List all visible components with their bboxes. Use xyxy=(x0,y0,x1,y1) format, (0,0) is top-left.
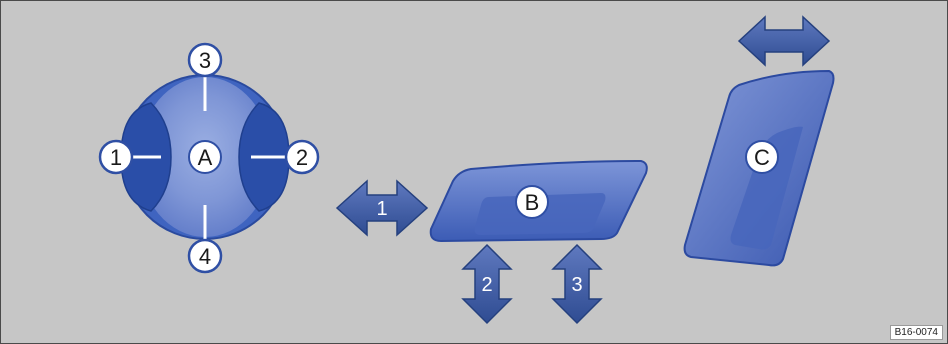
label-c: C xyxy=(745,140,779,174)
label-b: B xyxy=(515,185,549,219)
callout-2: 2 xyxy=(284,139,320,175)
callout-2-label: 2 xyxy=(296,145,308,170)
arrow-2-label: 2 xyxy=(481,274,492,296)
vertical-arrow-2: 2 xyxy=(461,243,513,325)
callout-1: 1 xyxy=(98,139,134,175)
callout-3: 3 xyxy=(187,42,223,78)
control-c: C xyxy=(683,15,835,267)
callout-1-label: 1 xyxy=(110,145,122,170)
arrow-1-label: 1 xyxy=(376,198,387,220)
figure-code: B16-0074 xyxy=(889,325,943,340)
label-b-text: B xyxy=(525,190,540,215)
control-a: 3 4 1 2 A xyxy=(98,42,320,274)
horizontal-arrow-c xyxy=(737,15,831,67)
label-a-text: A xyxy=(198,145,213,170)
label-a: A xyxy=(188,140,222,174)
vertical-arrow-3: 3 xyxy=(551,243,603,325)
label-c-text: C xyxy=(754,145,770,170)
callout-4-label: 4 xyxy=(199,244,211,269)
control-b: B 1 2 3 xyxy=(335,159,648,325)
control-c-recess xyxy=(730,126,803,250)
arrow-3-label: 3 xyxy=(571,274,582,296)
callout-3-label: 3 xyxy=(199,48,211,73)
horizontal-arrow-1: 1 xyxy=(335,179,429,237)
callout-4: 4 xyxy=(187,238,223,274)
